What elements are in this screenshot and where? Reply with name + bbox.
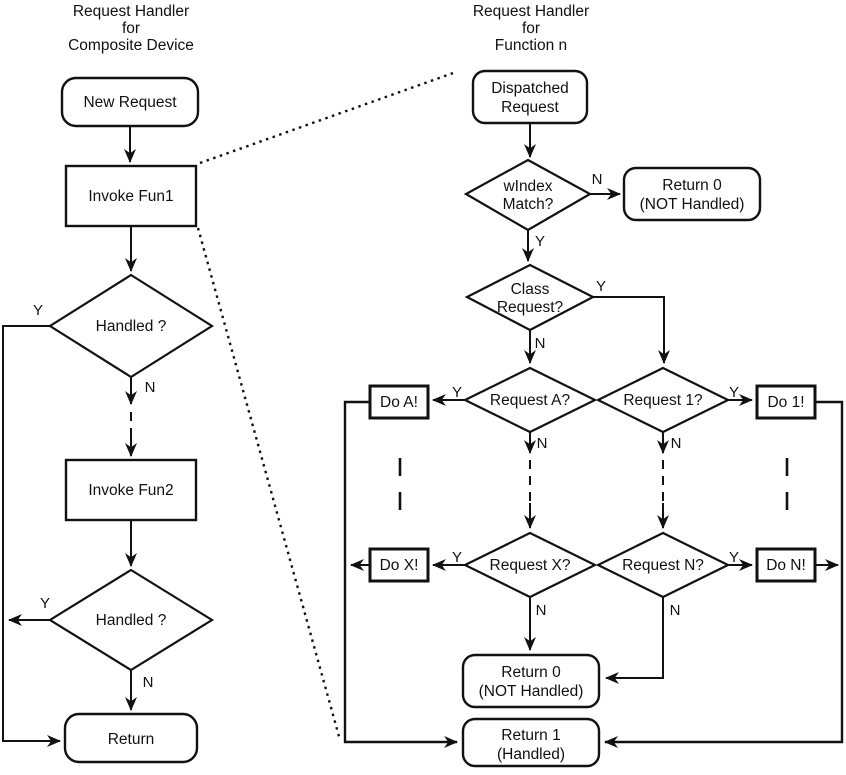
branch-label-yes: Y [535, 233, 545, 250]
node-dispatched-request-label2: Request [501, 99, 559, 116]
node-return-label: Return [108, 731, 155, 748]
node-do-a-label: Do A! [380, 394, 418, 411]
branch-label-no: N [592, 171, 603, 188]
branch-label-no: N [536, 602, 547, 619]
decision-handled-bottom-label: Handled ? [96, 612, 167, 629]
edge-do1-to-return1 [604, 400, 844, 748]
branch-label-yes: Y [596, 278, 606, 295]
node-invoke-fun2-label: Invoke Fun2 [88, 482, 173, 499]
node-invoke-fun1-label: Invoke Fun1 [88, 188, 173, 205]
branch-label-yes: Y [452, 549, 462, 566]
node-new-request-label: New Request [83, 94, 177, 111]
edge-requestn-no-to-return0 [605, 597, 664, 684]
node-invoke-fun1 [64, 164, 198, 228]
left-chart-title-line1: Request Handler [73, 3, 189, 20]
node-return1 [461, 717, 601, 768]
branch-label-no: N [535, 335, 546, 352]
left-chart-title-line2: for [122, 20, 140, 37]
node-do-n-label: Do N! [766, 557, 806, 574]
left-chart: Request Handler for Composite Device New… [2, 3, 215, 764]
right-chart-title-line3: Function n [495, 37, 567, 54]
node-do-n [755, 547, 817, 583]
branch-label-yes: Y [729, 549, 739, 566]
node-return1-label2: (Handled) [497, 746, 565, 763]
decision-request-1-label: Request 1? [623, 392, 703, 409]
branch-label-no: N [145, 379, 156, 396]
branch-label-yes: Y [729, 384, 739, 401]
node-return0-bottom-label2: (NOT Handled) [479, 683, 584, 700]
decision-windex-match [463, 158, 593, 232]
right-chart-title-line2: for [522, 20, 540, 37]
branch-label-no: N [143, 674, 154, 691]
right-chart: Request Handler for Function n Dispatche… [343, 3, 844, 768]
branch-label-no: N [537, 435, 548, 452]
node-do-1 [755, 384, 817, 420]
decision-handled-top-label: Handled ? [96, 318, 167, 335]
decision-windex-match-label1: wIndex [502, 178, 552, 195]
edge-class-yes-to-request1 [593, 296, 670, 364]
branch-label-yes: Y [33, 302, 43, 319]
node-return0-bottom [461, 653, 601, 709]
zoom-callout-line-top [199, 70, 457, 165]
node-return [63, 712, 199, 764]
zoom-callout-line-bottom [196, 227, 342, 741]
node-do-1-label: Do 1! [767, 394, 804, 411]
node-do-a [368, 384, 430, 420]
node-dispatched-request-label1: Dispatched [491, 80, 569, 97]
node-invoke-fun2 [64, 458, 198, 522]
decision-request-a-label: Request A? [490, 392, 571, 409]
decision-class-request-label2: Request? [497, 299, 564, 316]
right-chart-title-line1: Request Handler [473, 3, 589, 20]
edge-handled1-yes-to-return [2, 325, 61, 747]
node-return0-bottom-label1: Return 0 [501, 664, 561, 681]
node-do-x-label: Do X! [380, 557, 419, 574]
decision-request-n-label: Request N? [622, 557, 704, 574]
decision-request-x-label: Request X? [490, 557, 571, 574]
node-return0-top-label2: (NOT Handled) [640, 196, 745, 213]
decision-class-request-label1: Class [511, 281, 550, 298]
left-chart-title-line3: Composite Device [68, 37, 194, 54]
branch-label-yes: Y [40, 595, 50, 612]
node-return0-top-label1: Return 0 [662, 177, 722, 194]
branch-label-no: N [671, 435, 682, 452]
edge-doa-to-return1 [343, 400, 458, 748]
branch-label-no: N [670, 602, 681, 619]
decision-windex-match-label2: Match? [503, 196, 554, 213]
branch-label-yes: Y [452, 384, 462, 401]
node-return1-label1: Return 1 [501, 727, 560, 744]
node-return0-top [622, 166, 762, 222]
